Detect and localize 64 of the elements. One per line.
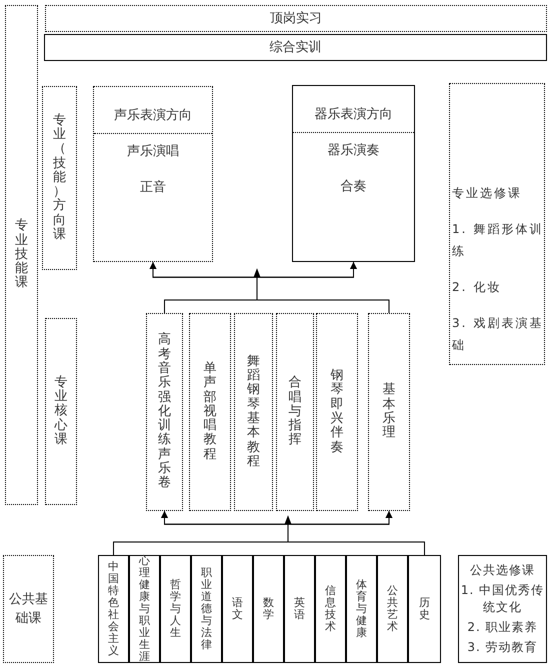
- course-box: [458, 555, 547, 663]
- course-name: 职业道德与法律: [201, 566, 212, 652]
- course-name: 专业（技能）方向课: [53, 114, 66, 242]
- course-name: 正音: [140, 178, 166, 196]
- course-box: [449, 83, 545, 365]
- course-name: 中国特色社会主义: [108, 560, 119, 658]
- course-box: [146, 313, 183, 511]
- course-box: [3, 555, 54, 663]
- list-heading: 公共选修课: [470, 562, 535, 579]
- list-item: 1. 中国优秀传统文化: [460, 582, 546, 616]
- list-item: 2. 化妆: [452, 279, 502, 296]
- course-name: 历史: [419, 596, 430, 622]
- course-box: [93, 86, 213, 262]
- course-name: 高考音乐强化训练声乐卷: [158, 333, 171, 491]
- direction-title: 声乐表演方向: [114, 106, 192, 124]
- course-box: [284, 555, 315, 663]
- course-box: [45, 5, 547, 32]
- course-box: [98, 555, 129, 663]
- course-name: 器乐演奏: [328, 142, 380, 160]
- course-name: 专业核心课: [54, 376, 68, 448]
- course-box: [129, 555, 160, 663]
- course-name: 公共艺术: [387, 584, 398, 634]
- course-box: [189, 313, 231, 511]
- course-box: [191, 555, 222, 663]
- list-item: 3. 劳动教育: [467, 639, 538, 656]
- course-name: 体育与健康: [356, 578, 367, 640]
- course-name: 基本乐理: [382, 383, 396, 441]
- course-name: 心理健康与职业生涯: [139, 554, 150, 664]
- course-box: [408, 555, 441, 663]
- course-name: 舞蹈钢琴基本教程: [247, 354, 260, 470]
- list-heading: 专业选修课: [452, 185, 523, 202]
- course-name: 数学: [263, 596, 274, 622]
- course-name: 声乐演唱: [127, 143, 179, 161]
- course-box: [44, 34, 547, 61]
- course-box: [315, 555, 346, 663]
- course-box: [276, 313, 314, 511]
- course-name: 专业技能课: [15, 219, 28, 291]
- course-box: [5, 5, 38, 505]
- course-name: 钢琴即兴伴奏: [330, 369, 344, 455]
- list-item: 2. 职业素养: [467, 619, 538, 636]
- course-name: 信息技术: [325, 584, 336, 634]
- list-item: 1. 舞蹈形体训练: [452, 221, 544, 260]
- course-box: [253, 555, 284, 663]
- course-name: 语文: [232, 596, 243, 622]
- course-box: [292, 85, 415, 262]
- course-box: [316, 313, 358, 511]
- course-name: 综合实训: [270, 38, 322, 57]
- course-box: [377, 555, 408, 663]
- course-name: 英语: [294, 596, 305, 622]
- course-box: [42, 86, 77, 270]
- course-name: 单声部视唱教程: [204, 362, 216, 462]
- course-box: [45, 318, 77, 505]
- course-box: [346, 555, 377, 663]
- course-name: 合唱与指挥: [288, 376, 302, 448]
- list-item: 3. 戏剧表演基础: [452, 315, 544, 354]
- course-name: 顶岗实习: [270, 10, 322, 28]
- course-box: [368, 313, 410, 511]
- course-box: [160, 555, 191, 663]
- course-name: 哲学与人生: [170, 578, 181, 640]
- course-box: [234, 313, 273, 511]
- course-name: 合奏: [340, 178, 366, 196]
- course-box: [222, 555, 253, 663]
- course-name: 公共基础课: [8, 590, 49, 628]
- direction-title: 器乐表演方向: [314, 106, 392, 124]
